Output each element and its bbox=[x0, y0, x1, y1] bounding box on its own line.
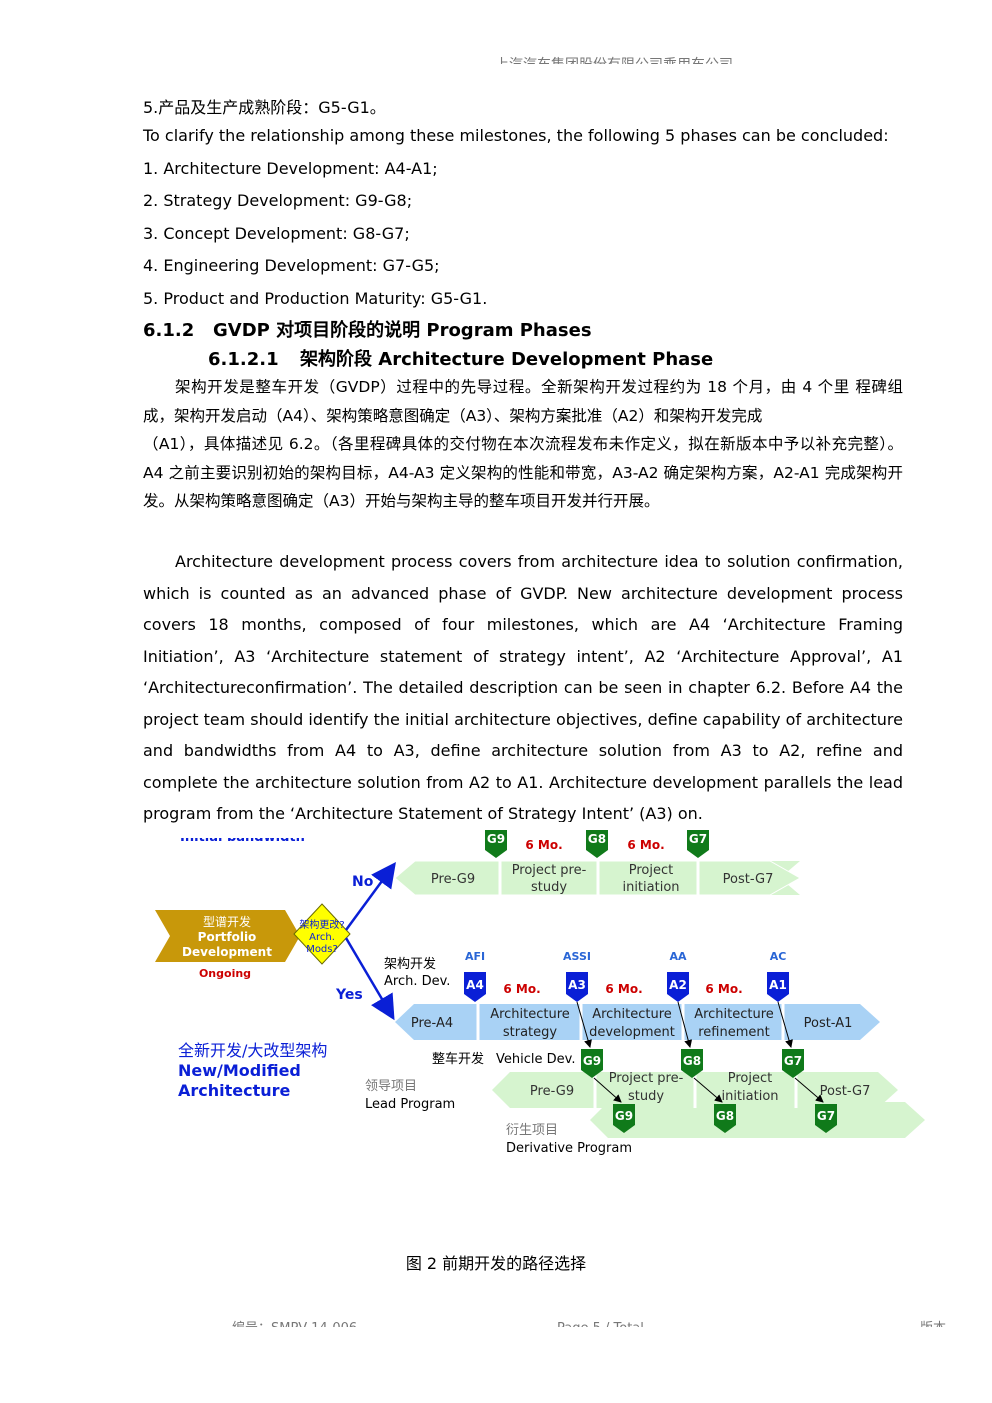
portfolio-label: Development bbox=[182, 945, 272, 959]
paragraph-part: 架构开发是整车开发（GVDP）过程中的先导过程。全新架构开发过程约为 18 个月… bbox=[143, 378, 903, 425]
text-line: 4. Engineering Development: G7-G5; bbox=[143, 256, 440, 275]
phase-label: Project bbox=[629, 863, 673, 878]
yes-label: Yes bbox=[335, 987, 363, 1003]
vehicle-label-cn: 整车开发 bbox=[432, 1051, 484, 1067]
phase-label: initiation bbox=[721, 1089, 778, 1104]
row-label: Derivative Program bbox=[506, 1141, 632, 1156]
gate-marker: G8 bbox=[683, 1054, 701, 1068]
gate-tag: AA bbox=[669, 950, 687, 963]
portfolio-label-cn: 型谱开发 bbox=[203, 914, 251, 929]
gate-marker: G9 bbox=[487, 832, 505, 846]
new-arch-label: Architecture bbox=[178, 1081, 291, 1100]
text-line: To clarify the relationship among these … bbox=[143, 126, 889, 145]
gate-marker: G7 bbox=[784, 1054, 802, 1068]
decision-label-cn: 架构更改? bbox=[299, 918, 344, 931]
row-label-cn: 衍生项目 bbox=[506, 1123, 558, 1138]
gate-marker: A3 bbox=[568, 978, 586, 992]
vehicle-gates: G9 G8 G7 bbox=[581, 1049, 804, 1078]
gate-marker: G7 bbox=[817, 1109, 835, 1123]
portfolio-development: 型谱开发 Portfolio Development Ongoing bbox=[155, 910, 300, 980]
phase-label: Architecture bbox=[694, 1007, 774, 1022]
phase-label: refinement bbox=[698, 1025, 769, 1040]
subsection-title: 架构阶段 Architecture Development Phase bbox=[300, 349, 714, 370]
footer-right: 版本 bbox=[920, 1318, 946, 1327]
gate-tag: AFI bbox=[465, 950, 485, 963]
derivative-gates: G9 G8 G7 bbox=[613, 1104, 837, 1133]
phase-label: study bbox=[531, 880, 567, 895]
text-line: 5. Product and Production Maturity: G5-G… bbox=[143, 289, 488, 308]
text-line: 2. Strategy Development: G9-G8; bbox=[143, 191, 413, 210]
derivative-row: 衍生项目 Derivative Program bbox=[506, 1102, 925, 1156]
phase-label: Pre-A4 bbox=[411, 1016, 453, 1031]
gate-marker: G7 bbox=[689, 832, 707, 846]
gate-marker: A2 bbox=[669, 978, 687, 992]
text-line: 3. Concept Development: G8-G7; bbox=[143, 224, 410, 243]
text-line: 5.产品及生产成熟阶段：G5-G1。 bbox=[143, 98, 386, 117]
phase-label: Pre-G9 bbox=[431, 872, 475, 887]
connector-arrows bbox=[576, 1001, 824, 1103]
duration-label: 6 Mo. bbox=[525, 838, 562, 852]
row-label: Lead Program bbox=[365, 1097, 455, 1112]
duration-label: 6 Mo. bbox=[605, 982, 642, 996]
lead-program-row: 领导项目 Lead Program Pre-G9 Project pre- st… bbox=[365, 1071, 898, 1112]
gate-marker: G9 bbox=[583, 1054, 601, 1068]
phase-label: strategy bbox=[503, 1025, 558, 1040]
phase-label: development bbox=[589, 1025, 675, 1040]
phase-label: Project pre- bbox=[609, 1071, 684, 1086]
phase-label: Post-G7 bbox=[723, 872, 774, 887]
section-number: 6.1.2 bbox=[143, 320, 195, 341]
top-row: Pre-G9 Project pre- study Project initia… bbox=[394, 822, 802, 896]
row-label: Arch. Dev. bbox=[384, 974, 450, 989]
row-label-cn: 领导项目 bbox=[365, 1079, 417, 1094]
phase-label: Project pre- bbox=[512, 863, 587, 878]
gate-marker: G8 bbox=[588, 832, 606, 846]
architecture-row: 架构开发 Arch. Dev. Pre-A4 Architecture stra… bbox=[384, 950, 880, 1040]
new-arch-label-cn: 全新开发/大改型架构 bbox=[178, 1041, 327, 1060]
phase-label: Post-A1 bbox=[804, 1016, 853, 1031]
row-label-cn: 架构开发 bbox=[384, 956, 436, 972]
no-branch-arrow bbox=[344, 861, 396, 931]
yes-branch-arrow bbox=[344, 937, 395, 1021]
section-title: GVDP 对项目阶段的说明 Program Phases bbox=[213, 320, 592, 341]
vehicle-label: Vehicle Dev. bbox=[496, 1052, 575, 1067]
duration-label: 6 Mo. bbox=[627, 838, 664, 852]
subsection-heading: 6.1.2.1 架构阶段 Architecture Development Pha… bbox=[208, 345, 713, 371]
chinese-paragraph: 架构开发是整车开发（GVDP）过程中的先导过程。全新架构开发过程约为 18 个月… bbox=[143, 373, 903, 516]
footer-left: 编号：SMPV-14-006 bbox=[232, 1318, 357, 1327]
gate-tag: ASSI bbox=[563, 950, 591, 963]
gate-marker: G8 bbox=[716, 1109, 734, 1123]
phase-label: initiation bbox=[622, 880, 679, 895]
no-label: No bbox=[352, 874, 374, 890]
footer-center: Page 5 / Total bbox=[557, 1318, 644, 1327]
gate-tag: AC bbox=[770, 950, 787, 963]
phase-label: study bbox=[628, 1089, 664, 1104]
phase-label: Architecture bbox=[592, 1007, 672, 1022]
page-header: 上汽汽车集团股份有限公司乘用车公司 bbox=[495, 54, 733, 64]
phase-label: Post-G7 bbox=[820, 1084, 871, 1099]
new-arch-label: New/Modified bbox=[178, 1061, 301, 1080]
english-paragraph: Architecture development process covers … bbox=[143, 552, 903, 823]
paragraph-part: （A1），具体描述见 6.2。（各里程碑具体的交付物在本次流程发布未作定义，拟在… bbox=[143, 435, 903, 510]
phase-label: Pre-G9 bbox=[530, 1084, 574, 1099]
section-heading: 6.1.2 GVDP 对项目阶段的说明 Program Phases bbox=[143, 316, 592, 342]
portfolio-label: Portfolio bbox=[198, 930, 257, 944]
gate-marker: A4 bbox=[466, 978, 484, 992]
decision-label: Arch. bbox=[309, 932, 335, 943]
decision-diamond: 架构更改? Arch. Mods? bbox=[293, 903, 351, 965]
gate-marker: A1 bbox=[769, 978, 787, 992]
gate-marker: G9 bbox=[615, 1109, 633, 1123]
phase-label: Project bbox=[728, 1071, 772, 1086]
phase-label: Architecture bbox=[490, 1007, 570, 1022]
text-line: 1. Architecture Development: A4-A1; bbox=[143, 159, 438, 178]
portfolio-status: Ongoing bbox=[199, 967, 251, 980]
figure-caption: 图 2 前期开发的路径选择 bbox=[405, 1254, 587, 1273]
duration-label: 6 Mo. bbox=[705, 982, 742, 996]
subsection-number: 6.1.2.1 bbox=[208, 349, 279, 370]
decision-label: Mods? bbox=[306, 944, 338, 955]
duration-label: 6 Mo. bbox=[503, 982, 540, 996]
